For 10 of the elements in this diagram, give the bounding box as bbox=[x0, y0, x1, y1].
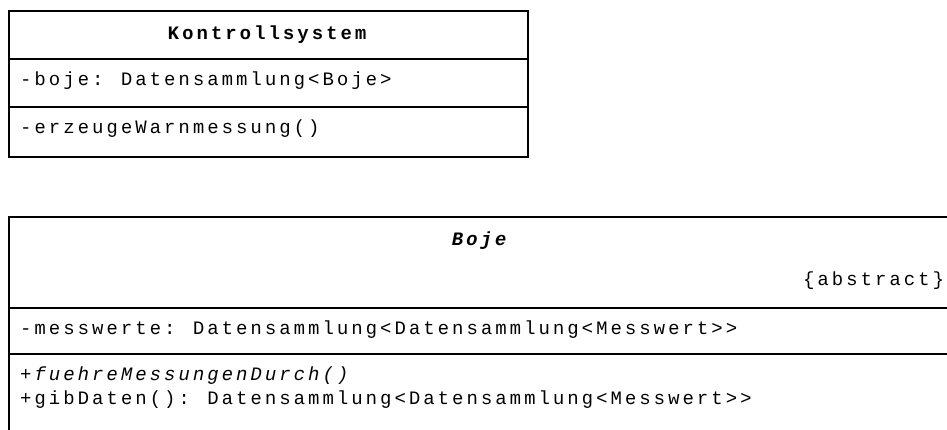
class-box bbox=[8, 216, 947, 430]
class-member: -boje: Datensammlung<Boje> bbox=[20, 68, 396, 92]
class-name: Kontrollsystem bbox=[166, 22, 370, 47]
class-name: Boje bbox=[450, 228, 510, 253]
class-member: +fuehreMessungenDurch() bbox=[20, 363, 352, 387]
class-member: -messwerte: Datensammlung<Datensammlung<Messwert>> bbox=[20, 317, 742, 341]
class-member: +gibDaten(): Datensammlung<Datensammlung<Messwert>> bbox=[20, 387, 756, 411]
stereotype-label: {abstract} bbox=[802, 268, 947, 293]
class-member: -erzeugeWarnmessung() bbox=[20, 116, 324, 140]
class-box bbox=[8, 10, 529, 158]
